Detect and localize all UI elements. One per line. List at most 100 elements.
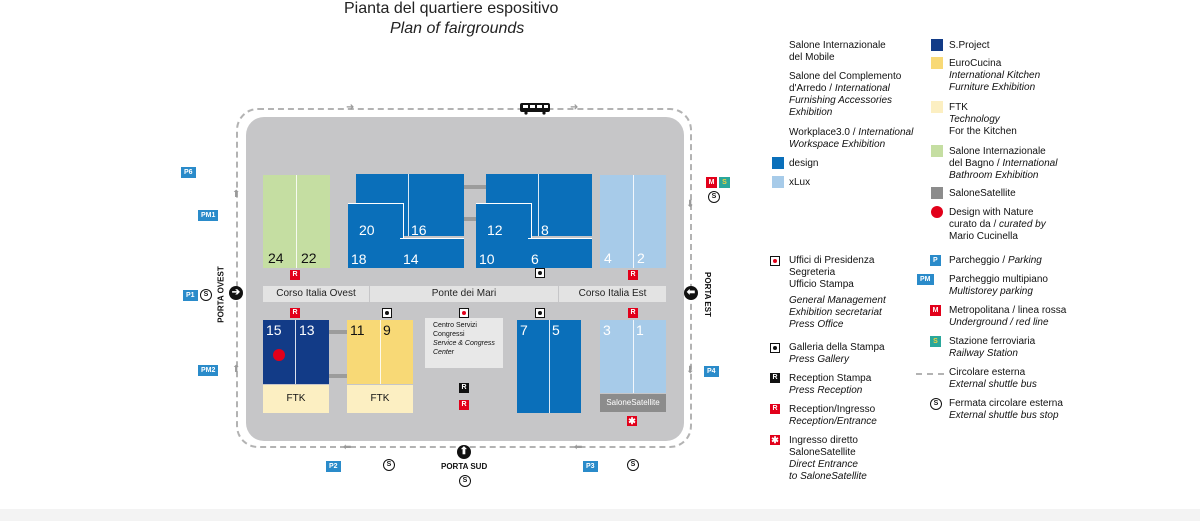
route-arrow-icon: ➜	[570, 102, 579, 113]
legend-ingresso: Reception/Ingresso Reception/Entrance	[789, 404, 877, 427]
centro-label: Congressi	[433, 331, 465, 338]
hall-3-1[interactable]: 3 1	[600, 320, 666, 393]
parking-p3[interactable]: P3	[583, 461, 598, 472]
hall-ftk-right[interactable]: FTK	[347, 385, 413, 413]
parking-pm1[interactable]: PM1	[198, 210, 219, 221]
connector	[329, 330, 347, 334]
legend-workplace: Workplace3.0 / International Workspace E…	[789, 127, 914, 150]
centro-label: Centro Servizi	[433, 322, 477, 329]
route-arrow-icon: ⬇	[686, 365, 695, 376]
hall-15-13[interactable]: 15 13	[263, 320, 329, 384]
reception-r-icon: R	[290, 308, 300, 318]
legend-ftk: FTK Technology For the Kitchen	[949, 102, 1017, 137]
hall-24-22[interactable]: 24 22	[263, 175, 330, 268]
hall-14[interactable]: 14	[400, 238, 464, 268]
connector	[464, 217, 486, 221]
hall-number: 11	[350, 322, 365, 338]
hall-number: 6	[531, 251, 539, 267]
press-reception-icon: R	[459, 383, 469, 393]
hall-salonesatellite[interactable]: SaloneSatellite	[600, 394, 666, 412]
legend-fermata: Fermata circolare esterna External shutt…	[949, 398, 1063, 421]
footer-strip	[0, 509, 1200, 521]
legend-swatch-ftk	[931, 101, 943, 113]
legend-nature: Design with Nature curato da / curated b…	[949, 207, 1046, 242]
legend-eurocucina: EuroCucina International Kitchen Furnitu…	[949, 58, 1041, 93]
street-ponte-dei-mari: Ponte dei Mari	[370, 286, 558, 302]
service-congress-center[interactable]: Centro Servizi Congressi Service & Congr…	[425, 318, 503, 368]
legend-press-gallery-icon	[770, 343, 780, 353]
route-arrow-icon: ⬇	[686, 199, 695, 210]
legend-multipiano: Parcheggio multipiano Multistorey parkin…	[949, 274, 1048, 297]
bus-icon	[520, 103, 550, 115]
hall-number: 7	[520, 322, 528, 338]
legend-parcheggio: Parcheggio / Parking	[949, 255, 1042, 266]
legend-office-icon	[770, 256, 780, 266]
parking-p6[interactable]: P6	[181, 167, 196, 178]
route-arrow-icon: ⬆	[232, 189, 241, 200]
hall-number: 14	[403, 251, 419, 267]
legend-railway-icon: S	[930, 336, 941, 347]
legend-swatch-satellite	[931, 187, 943, 199]
hall-number: 15	[266, 322, 282, 338]
street-corso-italia-est: Corso Italia Est	[559, 286, 666, 302]
hall-number: 22	[301, 250, 317, 266]
design-with-nature-marker	[273, 349, 285, 361]
gate-south-label: PORTA SUD	[441, 462, 488, 471]
reception-r-icon: R	[459, 400, 469, 410]
hall-7-5[interactable]: 7 5	[517, 320, 581, 413]
hall-number: 18	[351, 251, 367, 267]
legend-swatch-eurocucina	[931, 57, 943, 69]
press-gallery-icon	[535, 308, 545, 318]
press-gallery-icon	[382, 308, 392, 318]
centro-label: Center	[433, 349, 455, 356]
parking-p2[interactable]: P2	[326, 461, 341, 472]
hall-18[interactable]: 20 18	[348, 203, 404, 268]
hall-number: 13	[299, 322, 315, 338]
legend-metro-icon: M	[930, 305, 941, 316]
legend-uffici: Uffici di Presidenza Segreteria Ufficio …	[789, 255, 886, 330]
hall-number: 8	[541, 222, 549, 238]
gate-east-icon: ⬅	[684, 286, 698, 300]
hall-number: 4	[604, 250, 612, 266]
centro-label: Service & Congress	[433, 340, 495, 347]
parking-pm2[interactable]: PM2	[198, 365, 219, 376]
legend-reception-stampa: Reception Stampa Press Reception	[789, 373, 872, 396]
legend-parking-icon: P	[930, 255, 941, 266]
legend-satellite: SaloneSatellite	[949, 188, 1016, 199]
route-arrow-icon: ➜	[346, 102, 355, 113]
street-corso-italia-ovest: Corso Italia Ovest	[263, 286, 369, 302]
press-gallery-icon	[535, 268, 545, 278]
legend-swatch-design	[772, 157, 784, 169]
legend-metro: Metropolitana / linea rossa Underground …	[949, 305, 1067, 328]
legend-satellite-entrance-icon: ✱	[770, 435, 780, 445]
hall-11-9[interactable]: 11 9	[347, 320, 413, 384]
reception-r-icon: R	[628, 270, 638, 280]
satellite-entrance-icon: ✱	[627, 416, 637, 426]
hall-ftk-left[interactable]: FTK	[263, 385, 329, 413]
gate-west-icon: ➔	[229, 286, 243, 300]
hall-number: 3	[603, 322, 611, 338]
legend-swatch-bagno	[931, 145, 943, 157]
parking-p4[interactable]: P4	[704, 366, 719, 377]
hall-6[interactable]: 6	[528, 238, 592, 268]
connector	[464, 185, 486, 189]
legend-sproject: S.Project	[949, 40, 990, 51]
railway-icon: S	[719, 177, 730, 188]
hall-number: 2	[637, 250, 645, 266]
shuttle-stop-icon: S	[708, 191, 720, 203]
legend-galleria: Galleria della Stampa Press Gallery	[789, 342, 885, 365]
legend-shuttle-route-icon	[916, 373, 944, 375]
hall-number: 24	[268, 250, 284, 266]
parking-p1[interactable]: P1	[183, 290, 198, 301]
hall-number: 1	[636, 322, 644, 338]
hall-10[interactable]: 12 10	[476, 203, 532, 268]
office-icon	[459, 308, 469, 318]
shuttle-stop-icon: S	[627, 459, 639, 471]
hall-number: 20	[359, 222, 375, 238]
route-arrow-icon: ⬆	[232, 364, 241, 375]
shuttle-stop-icon: S	[383, 459, 395, 471]
gate-east-label: PORTA EST	[702, 272, 712, 317]
reception-r-icon: R	[290, 270, 300, 280]
hall-4-2[interactable]: 4 2	[600, 175, 666, 268]
